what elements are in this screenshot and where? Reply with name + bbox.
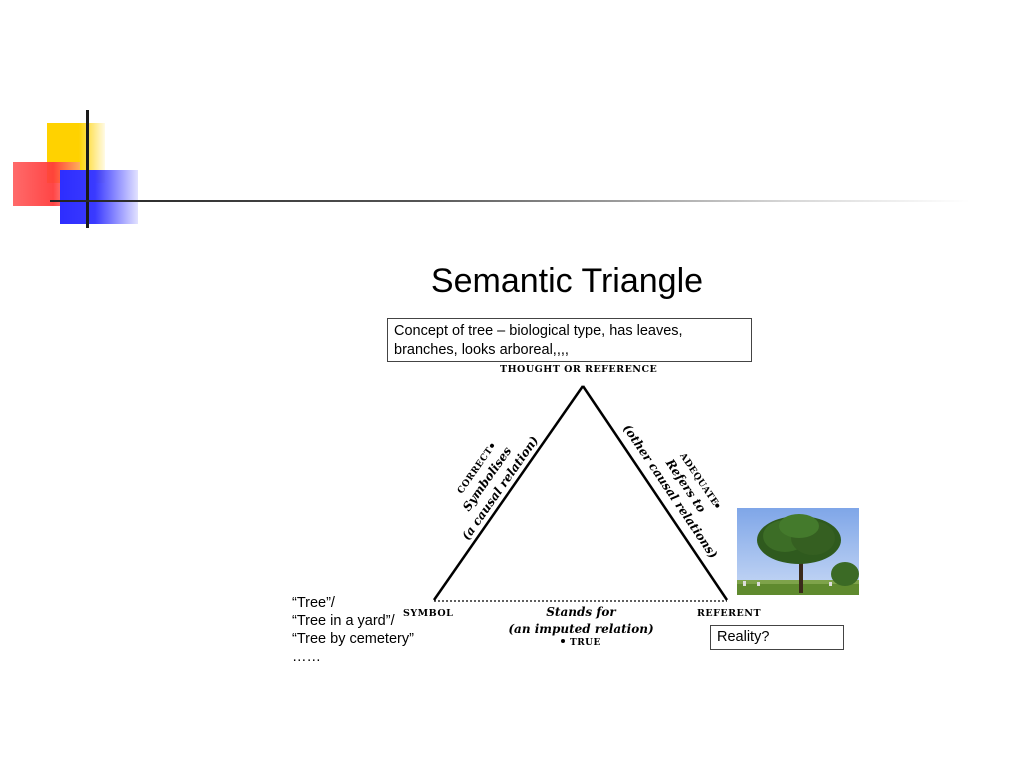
true-label: TRUE	[570, 638, 601, 648]
symbol-example-1: “Tree”/	[292, 594, 414, 612]
symbol-examples: “Tree”/ “Tree in a yard”/ “Tree by cemet…	[292, 594, 414, 666]
left-edge-labels: CORRECT Symbolises (a causal relation)	[436, 417, 541, 542]
imputed-relation-label: (an imputed relation)	[508, 622, 653, 636]
symbol-example-2: “Tree in a yard”/	[292, 612, 414, 630]
symbol-example-3: “Tree by cemetery”	[292, 630, 414, 648]
correct-dot	[489, 443, 495, 449]
symbol-example-4: ……	[292, 648, 414, 666]
triangle-left-edge	[434, 386, 583, 600]
true-dot	[561, 639, 565, 643]
stands-for-label: Stands for	[546, 605, 617, 619]
reality-box: Reality?	[710, 625, 844, 650]
right-edge-labels: (other causal relations) Refers to ADEQU…	[620, 406, 744, 561]
tree-photo	[737, 508, 859, 595]
